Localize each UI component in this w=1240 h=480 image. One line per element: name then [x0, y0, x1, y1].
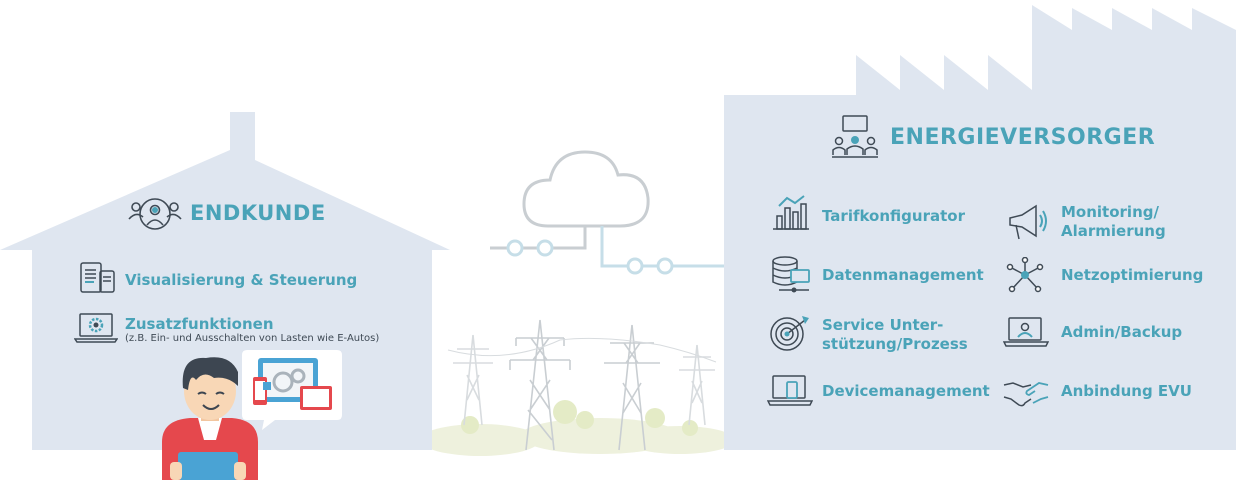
endkunde-title: ENDKUNDE — [190, 201, 326, 225]
label-netzoptimierung: Netzoptimierung — [1061, 266, 1204, 284]
cloud-icon — [522, 150, 650, 228]
presentation-group-icon — [832, 115, 878, 158]
megaphone-icon — [1009, 204, 1047, 240]
energieversorger-title: ENERGIEVERSORGER — [890, 125, 1156, 150]
power-pylons — [447, 319, 717, 451]
database-icon — [772, 256, 810, 293]
devices-icon — [80, 262, 115, 293]
label-visualisierung: Visualisierung & Steuerung — [125, 271, 358, 289]
network-icon — [1006, 257, 1044, 293]
tablet-held — [178, 452, 238, 480]
bar-chart-icon — [773, 195, 809, 230]
admin-laptop-icon — [1003, 317, 1049, 347]
bushes — [420, 400, 735, 456]
handshake-icon — [1003, 382, 1049, 407]
target-icon — [770, 316, 809, 351]
laptop-gear-icon — [74, 313, 118, 343]
label-datenmanagement: Datenmanagement — [822, 266, 984, 284]
label-admin-backup: Admin/Backup — [1061, 323, 1183, 341]
person-illustration — [162, 357, 258, 480]
devices-speech-bubble — [242, 350, 342, 430]
label-service-unterstuetzung: Service Unter- stützung/Prozess — [822, 316, 968, 353]
label-tarifkonfigurator: Tarifkonfigurator — [822, 207, 965, 225]
label-zusatzfunktionen-detail: (z.B. Ein- und Ausschalten von Lasten wi… — [125, 333, 380, 344]
endkunde-people-icon — [128, 198, 182, 230]
label-monitoring-alarmierung: Monitoring/ Alarmierung — [1061, 203, 1166, 240]
laptop-phone-icon — [767, 375, 813, 406]
label-anbindung-evu: Anbindung EVU — [1061, 382, 1192, 400]
label-devicemanagement: Devicemanagement — [822, 382, 990, 400]
label-zusatzfunktionen: Zusatzfunktionen — [125, 315, 274, 333]
cloud-connection — [490, 150, 724, 275]
